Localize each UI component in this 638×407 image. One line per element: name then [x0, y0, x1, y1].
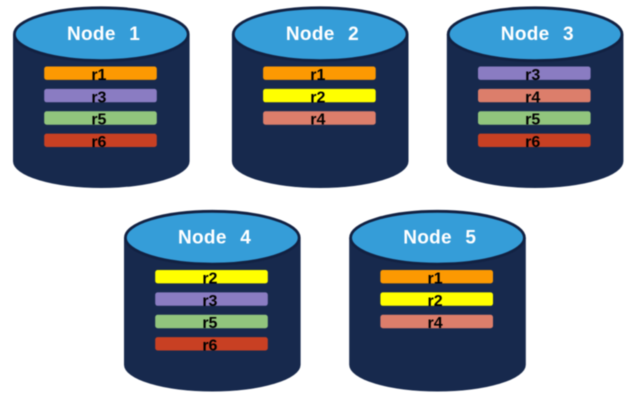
svg-text:r5: r5 — [525, 112, 540, 129]
svg-text:r4: r4 — [525, 89, 540, 106]
svg-text:3: 3 — [563, 24, 574, 45]
svg-text:r2: r2 — [310, 89, 325, 106]
svg-text:r3: r3 — [91, 89, 106, 106]
svg-text:r1: r1 — [91, 67, 106, 84]
svg-text:r2: r2 — [202, 270, 217, 287]
svg-text:r6: r6 — [202, 338, 217, 355]
svg-text:r2: r2 — [428, 293, 443, 310]
svg-text:4: 4 — [240, 228, 251, 249]
svg-text:r5: r5 — [202, 315, 217, 332]
svg-text:r1: r1 — [310, 67, 325, 84]
svg-text:r5: r5 — [91, 112, 106, 129]
svg-text:r4: r4 — [310, 112, 325, 129]
svg-text:5: 5 — [465, 228, 476, 249]
svg-text:r3: r3 — [525, 67, 540, 84]
svg-text:Node: Node — [403, 228, 452, 249]
svg-text:Node: Node — [286, 24, 335, 45]
svg-text:Node: Node — [178, 228, 227, 249]
svg-text:r6: r6 — [91, 134, 106, 151]
svg-text:r6: r6 — [525, 134, 540, 151]
svg-text:Node: Node — [67, 24, 116, 45]
svg-text:1: 1 — [129, 24, 140, 45]
svg-text:Node: Node — [501, 24, 550, 45]
svg-text:r4: r4 — [428, 315, 443, 332]
svg-text:r3: r3 — [202, 293, 217, 310]
svg-text:r1: r1 — [428, 270, 443, 287]
svg-text:2: 2 — [348, 24, 359, 45]
